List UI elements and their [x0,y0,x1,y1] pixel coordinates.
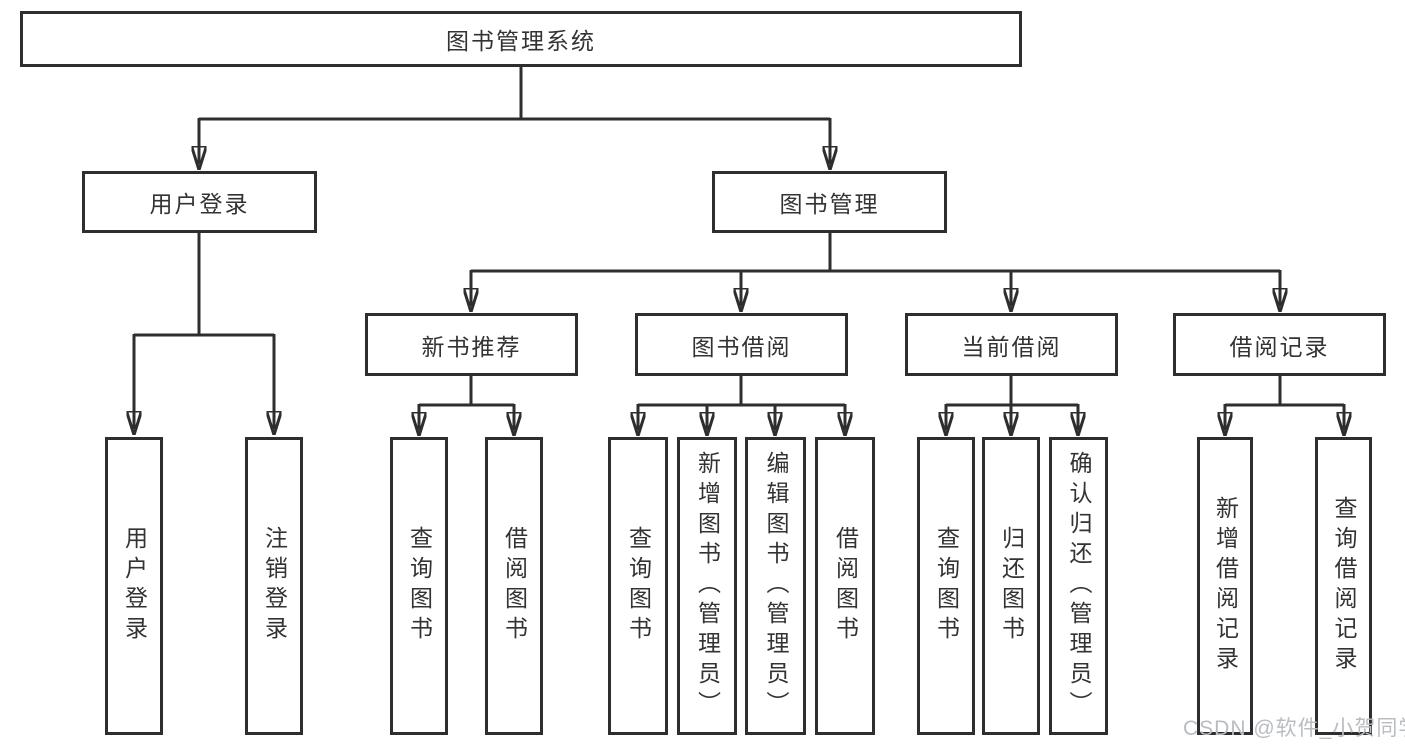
node-new-book-recommendation-label: 新书推荐 [421,333,522,360]
leaf-newbooks-borrow-books: 借阅图书 [485,437,543,735]
csdn-watermark: CSDN @软件_小贺同学 [1183,717,1405,740]
leaf-records-query-record: 查询借阅记录 [1315,437,1372,735]
node-user-login: 用户登录 [82,171,317,233]
leaf-borrowing-borrow-books: 借阅图书 [815,437,875,735]
leaf-logout-label: 注销登录 [261,526,288,646]
leaf-newbooks-query-books-label: 查询图书 [406,526,433,646]
leaf-borrowing-edit-books-admin: 编辑图书（管理员） [745,437,806,735]
leaf-newbooks-borrow-books-label: 借阅图书 [501,526,528,646]
connector-root-to-level2 [199,67,830,164]
node-library-management-system-label: 图书管理系统 [446,28,596,54]
node-user-login-label: 用户登录 [149,191,250,217]
leaf-records-query-record-label: 查询借阅记录 [1331,496,1357,676]
leaf-current-query-books: 查询图书 [917,437,975,735]
leaf-borrowing-edit-books-admin-label: 编辑图书（管理员） [763,451,789,721]
node-current-borrowing: 当前借阅 [905,313,1118,376]
connector-current-borrowing-to-leaves [946,376,1078,430]
leaf-current-query-books-label: 查询图书 [933,526,960,646]
node-book-management: 图书管理 [712,171,947,233]
leaf-user-login: 用户登录 [105,437,163,735]
node-book-borrowing-label: 图书借阅 [691,333,792,360]
node-library-management-system: 图书管理系统 [20,11,1022,67]
connector-borrow-records-to-leaves [1225,376,1344,430]
leaf-records-add-record-label: 新增借阅记录 [1212,496,1239,676]
leaf-borrowing-borrow-books-label: 借阅图书 [832,526,859,646]
leaf-user-login-label: 用户登录 [121,526,148,646]
node-book-borrowing: 图书借阅 [635,313,848,376]
connector-book-mgmt-to-level3 [471,233,1280,306]
leaf-current-return-books: 归还图书 [982,437,1040,735]
leaf-current-confirm-return-admin: 确认归还（管理员） [1049,437,1108,735]
node-borrowing-records-label: 借阅记录 [1229,333,1330,360]
leaf-borrowing-add-books-admin-label: 新增图书（管理员） [694,451,721,721]
leaf-newbooks-query-books: 查询图书 [390,437,448,735]
leaf-current-confirm-return-admin-label: 确认归还（管理员） [1066,451,1092,721]
connector-new-books-to-leaves [419,376,514,430]
node-borrowing-records: 借阅记录 [1173,313,1386,376]
node-book-management-label: 图书管理 [779,191,880,217]
leaf-borrowing-query-books: 查询图书 [608,437,668,735]
connector-book-borrowing-to-leaves [638,376,845,430]
connector-user-login-to-leaves [134,233,274,429]
leaf-current-return-books-label: 归还图书 [998,526,1025,646]
leaf-borrowing-add-books-admin: 新增图书（管理员） [677,437,737,735]
leaf-logout: 注销登录 [245,437,303,735]
leaf-borrowing-query-books-label: 查询图书 [625,526,652,646]
node-current-borrowing-label: 当前借阅 [961,333,1062,360]
leaf-records-add-record: 新增借阅记录 [1197,437,1253,735]
node-new-book-recommendation: 新书推荐 [365,313,578,376]
